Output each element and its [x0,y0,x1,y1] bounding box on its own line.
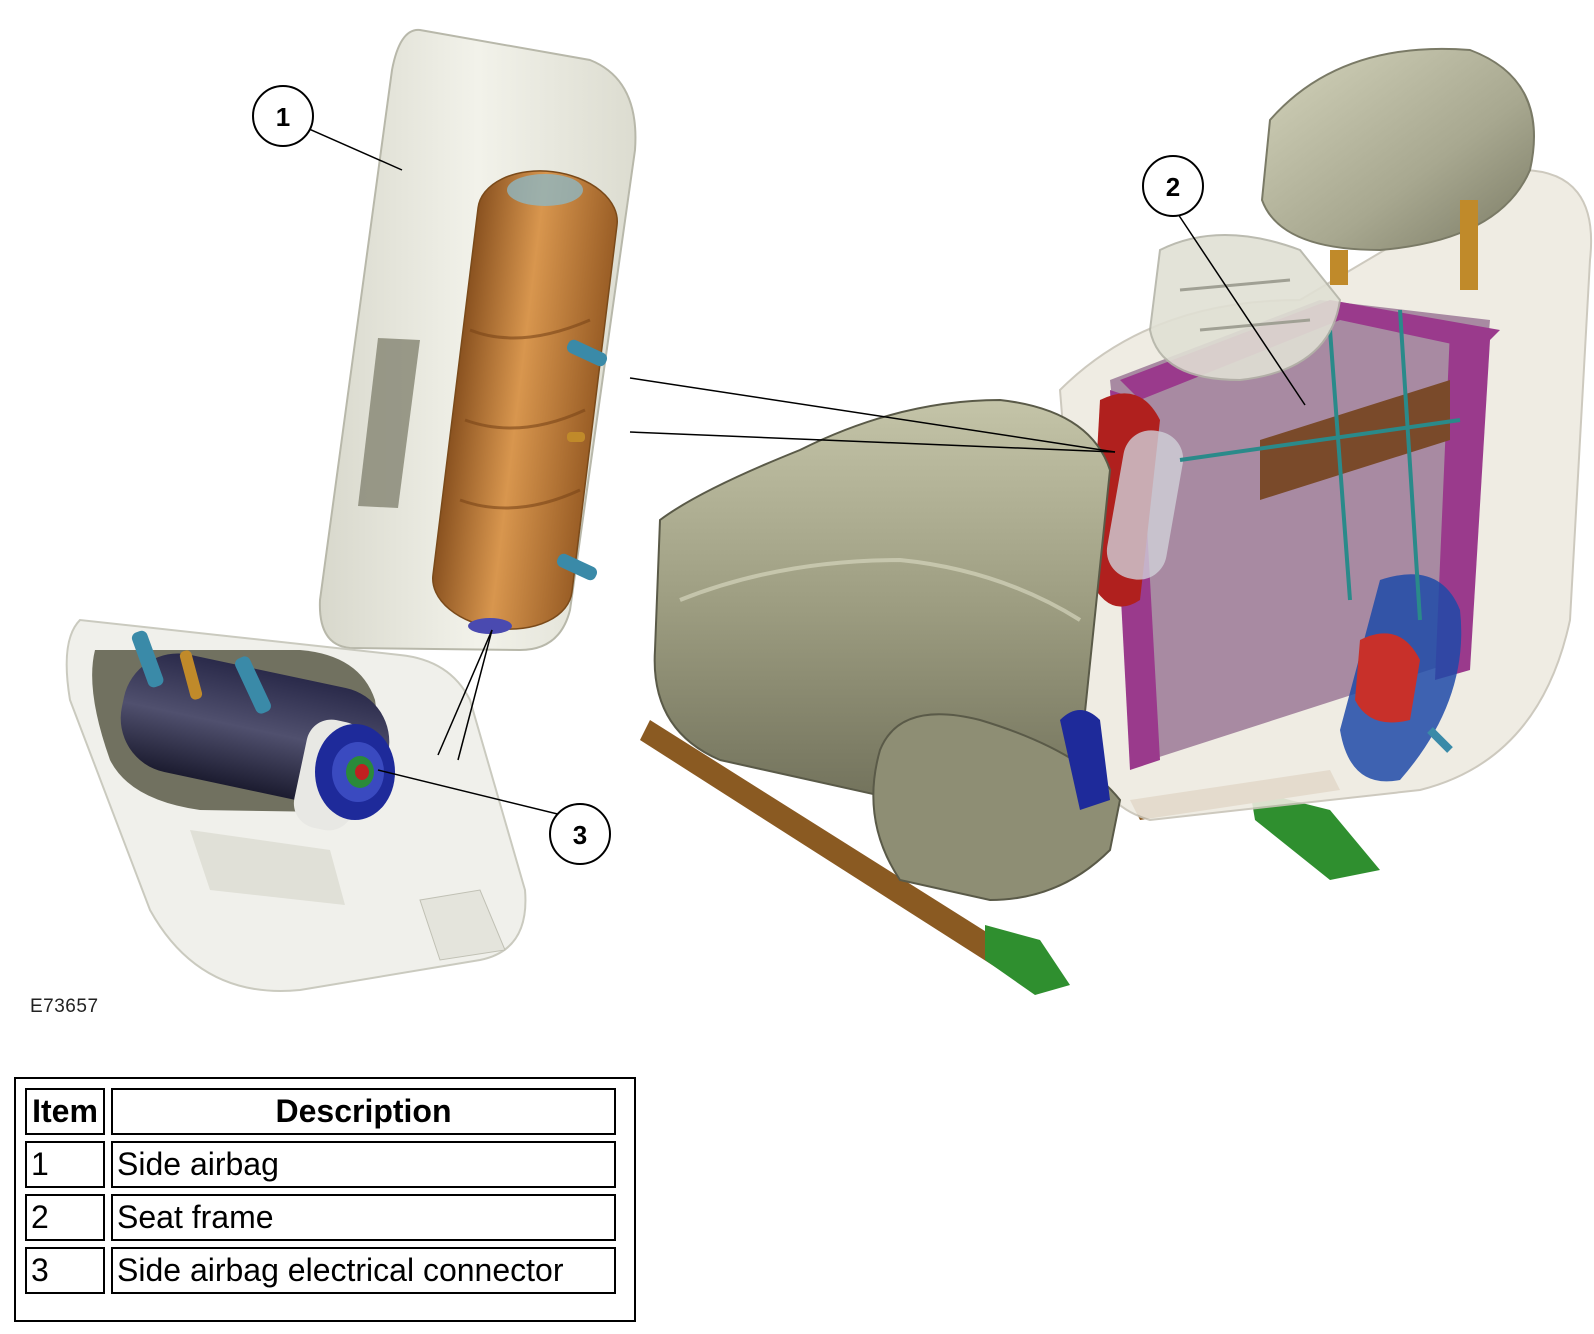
legend-header-row: Item Description [25,1088,616,1135]
legend-header-item: Item [25,1088,105,1135]
svg-text:2: 2 [1166,172,1180,202]
svg-text:1: 1 [276,102,290,132]
svg-text:3: 3 [573,820,587,850]
legend-item-number: 1 [25,1141,105,1188]
legend-item-description: Side airbag electrical connector [111,1247,616,1294]
side-airbag-module-exploded [65,618,527,992]
callout-1: 1 [252,85,314,147]
seat-airbag-illustration: 1 2 3 [65,28,1593,995]
legend-table: Item Description 1 Side airbag 2 Seat fr… [14,1077,636,1322]
callout-2: 2 [1142,155,1204,217]
legend-row: 3 Side airbag electrical connector [25,1247,616,1294]
legend-item-number: 2 [25,1194,105,1241]
side-airbag-module [318,28,637,652]
legend-item-description: Side airbag [111,1141,616,1188]
seat-assembly [640,47,1593,995]
legend-item-description: Seat frame [111,1194,616,1241]
legend-row: 1 Side airbag [25,1141,616,1188]
leader-lines [299,124,1306,821]
legend-item-number: 3 [25,1247,105,1294]
legend-row: 2 Seat frame [25,1194,616,1241]
callout-3: 3 [549,803,611,865]
figure-id: E73657 [30,996,99,1017]
legend-header-description: Description [111,1088,616,1135]
